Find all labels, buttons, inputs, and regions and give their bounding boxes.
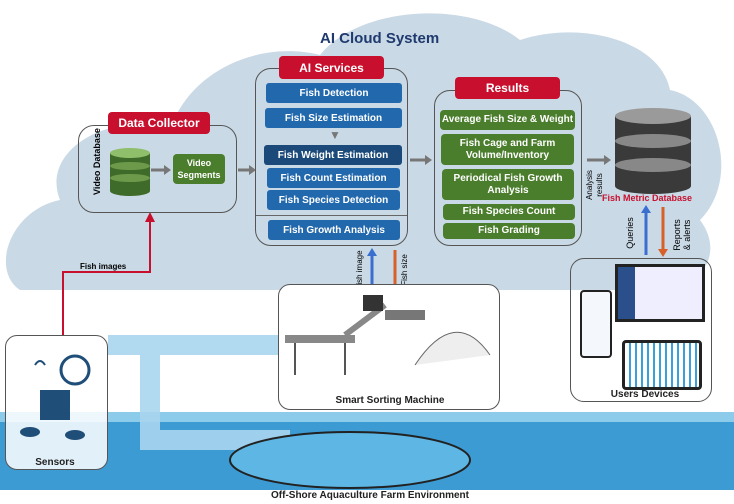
queries-label: Queries	[625, 217, 635, 249]
fish-metric-database-icon	[615, 108, 691, 194]
video-database-icon	[110, 148, 150, 196]
diagram-title: AI Cloud System	[320, 30, 440, 47]
sorting-machine-icon	[285, 295, 491, 375]
video-segments-box: Video Segments	[173, 154, 225, 184]
desktop-monitor-icon	[615, 264, 705, 322]
phone-icon	[580, 290, 612, 358]
result-average-size-weight: Average Fish Size & Weight	[440, 110, 575, 130]
smart-sorting-machine-label: Smart Sorting Machine	[335, 395, 445, 406]
divider	[256, 215, 407, 216]
service-fish-growth-analysis: Fish Growth Analysis	[268, 220, 400, 240]
service-fish-species-detection: Fish Species Detection	[267, 190, 400, 210]
reports-alerts-label: Reports & alerts	[672, 219, 692, 251]
service-fish-count-estimation: Fish Count Estimation	[267, 168, 400, 188]
fish-images-label: Fish images	[80, 262, 127, 271]
service-fish-size-estimation: Fish Size Estimation	[265, 108, 402, 128]
results-label: Results	[455, 77, 560, 99]
video-database-label: Video Database	[92, 128, 102, 195]
service-fish-detection: Fish Detection	[266, 83, 402, 103]
tablet-icon	[622, 340, 702, 390]
down-arrow-icon: ▼	[329, 128, 341, 142]
sensor-device-icon	[20, 354, 91, 440]
result-fish-grading: Fish Grading	[443, 223, 575, 239]
sensors-label: Sensors	[35, 457, 75, 468]
ai-services-label: AI Services	[279, 56, 384, 79]
service-fish-weight-estimation: Fish Weight Estimation	[264, 145, 402, 165]
users-devices-label: Users Devices	[610, 389, 680, 400]
fish-metric-database-label: Fish Metric Database	[602, 193, 693, 203]
data-collector-label: Data Collector	[108, 112, 210, 134]
result-species-count: Fish Species Count	[443, 204, 575, 220]
environment-caption: Off-Shore Aquaculture Farm Environment	[271, 490, 469, 501]
users-devices-panel	[570, 258, 712, 402]
result-growth-analysis: Periodical Fish Growth Analysis	[442, 169, 574, 200]
result-cage-volume: Fish Cage and Farm Volume/Inventory	[441, 134, 574, 165]
